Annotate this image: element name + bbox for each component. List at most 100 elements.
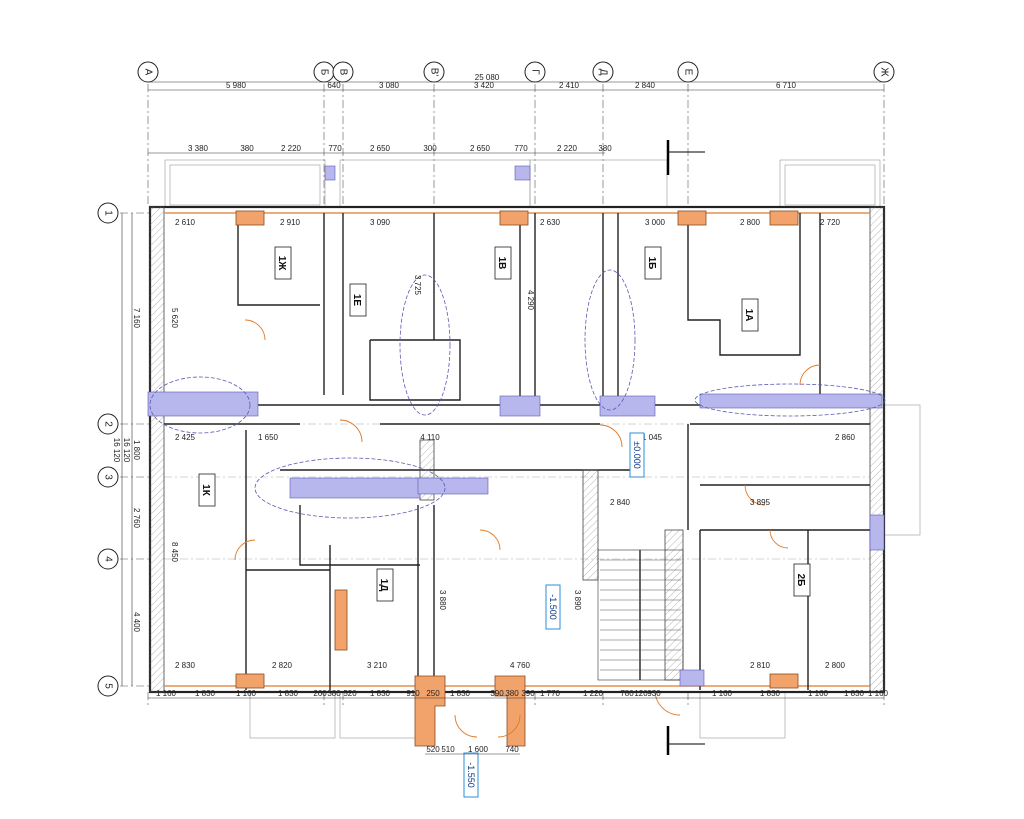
room-dimension: 2 860 [835, 433, 856, 442]
room-dimension: 2 720 [820, 218, 841, 227]
dimension-value: 2 220 [557, 144, 578, 153]
apartment-label: 1Ж [276, 256, 287, 272]
axis-label: 2 [103, 421, 114, 427]
room-dimension: 3 890 [573, 590, 582, 611]
level-box [545, 584, 561, 630]
dimension-value: 3 420 [474, 81, 495, 90]
dimension-value: 3 380 [188, 144, 209, 153]
level-box [629, 432, 645, 478]
room-dimension: 4 290 [526, 290, 535, 311]
dimension-value: 1 160 [156, 689, 177, 698]
dimension-value: 4 400 [132, 612, 141, 633]
room-dimension: 2 840 [610, 498, 631, 507]
apartment-label: 1В [496, 257, 507, 270]
axis-label: В' [429, 68, 440, 77]
dimension-value: 1 830 [450, 689, 471, 698]
apartment-tag: 1Е [349, 283, 367, 317]
apartment-tag-box [274, 246, 292, 280]
room-dimension: 3 210 [367, 661, 388, 670]
room-dimension: 2 830 [175, 661, 196, 670]
staircase [597, 549, 684, 681]
dimension-value: 2 650 [470, 144, 491, 153]
overall-width: 25 080 [475, 73, 500, 82]
apartment-tag-box [494, 246, 512, 280]
dimension-value: 1 830 [844, 689, 865, 698]
columns [235, 210, 799, 747]
dimension-value: 5 980 [226, 81, 247, 90]
dimension-value: 300 [423, 144, 437, 153]
apartment-label: 1Д [378, 579, 389, 592]
dimension-value: 1 160 [808, 689, 829, 698]
apartment-label: 1К [200, 484, 211, 497]
dimension-value: 2 840 [635, 81, 656, 90]
dimension-value: 740 [505, 745, 519, 754]
axis-label: Е [683, 69, 694, 76]
dimension-value: 2 220 [281, 144, 302, 153]
dimension-value: 910 [406, 689, 420, 698]
dimension-value: 930 [647, 689, 661, 698]
room-dimension: 1 650 [258, 433, 279, 442]
level-box [463, 752, 479, 798]
apartment-tag-box [741, 298, 759, 332]
dimension-value: 380 [505, 689, 519, 698]
dimension-value: 260 [313, 689, 327, 698]
level-mark: ±0.000 [632, 441, 642, 468]
axis-label: В [338, 69, 349, 76]
doors [234, 319, 821, 738]
dimension-value: 390 [521, 689, 535, 698]
dimension-value: 770 [328, 144, 342, 153]
dimension-value: 7 160 [132, 308, 141, 329]
dimension-value: 16 120 [122, 438, 131, 463]
room-dimension: 3 880 [438, 590, 447, 611]
level-mark: -1.550 [466, 762, 476, 788]
room-dimension: 4 110 [420, 433, 440, 442]
room-dimension: 2 910 [280, 218, 301, 227]
axis-label: Д [598, 69, 609, 76]
dimension-value: 1 770 [540, 689, 561, 698]
room-dimension: 3 090 [370, 218, 391, 227]
dimension-value: 380 [598, 144, 612, 153]
dimension-value: 1 800 [132, 440, 141, 461]
apartment-tag: 1К [198, 473, 216, 507]
room-dimension: 2 800 [740, 218, 761, 227]
dimension-value: 520 [426, 745, 440, 754]
axis-bubble [97, 548, 119, 570]
axis-bubble [97, 675, 119, 697]
room-dimension: 2 800 [825, 661, 846, 670]
apartment-label: 1А [743, 309, 754, 322]
dimension-value: 250 [426, 689, 440, 698]
exterior-walls [148, 205, 886, 694]
section-marks [666, 140, 705, 755]
dimension-value: 1 830 [760, 689, 781, 698]
dimension-value: 1 160 [236, 689, 257, 698]
apartment-tag: 2Б [793, 563, 811, 597]
dimension-value: 640 [327, 81, 341, 90]
dimension-value: 1 830 [370, 689, 391, 698]
dimension-value: 2 410 [559, 81, 580, 90]
balconies [164, 159, 921, 739]
dimension-value: 770 [514, 144, 528, 153]
axis-label: 1 [103, 210, 114, 216]
axis-label: 5 [103, 683, 114, 689]
apartment-tag-box [376, 568, 394, 602]
axis-label: Ж [879, 67, 890, 77]
dimension-value: 1 160 [868, 689, 889, 698]
apartment-tag-box [349, 283, 367, 317]
dimension-value: 1 830 [278, 689, 299, 698]
dimension-value: 390 [490, 689, 504, 698]
apartment-tag-box [793, 563, 811, 597]
room-dimension: 2 610 [175, 218, 196, 227]
dimension-value: 380 [240, 144, 254, 153]
dimension-value: 780 [620, 689, 634, 698]
apartment-label: 2Б [795, 574, 806, 587]
room-dimension: 3 000 [645, 218, 666, 227]
room-dimension: 3 895 [750, 498, 771, 507]
dimension-value: 1 160 [712, 689, 733, 698]
level-mark: -1.500 [548, 594, 558, 620]
dimension-value: 380 [327, 689, 341, 698]
apartment-tag: 1Д [376, 568, 394, 602]
level-marks: ±0.000 -1.500 -1.550 [463, 432, 645, 798]
dimension-value: 120 [634, 689, 648, 698]
axis-label: 3 [103, 474, 114, 480]
